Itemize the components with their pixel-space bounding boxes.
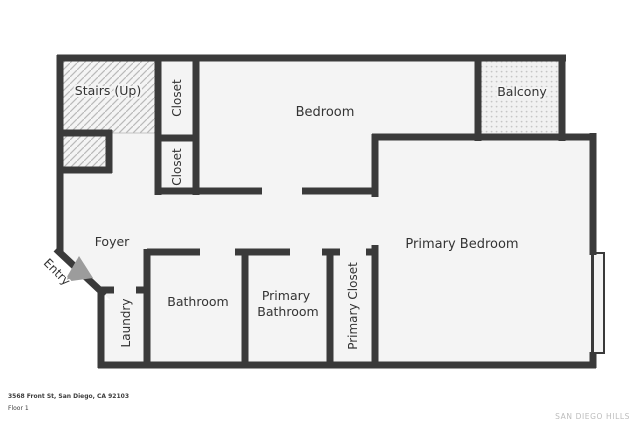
address-text: 3568 Front St, San Diego, CA 92103 (8, 393, 130, 400)
stairs-hatch (59, 57, 159, 134)
room-label-closet-upper: Closet (170, 79, 184, 117)
balcony-deck (478, 58, 562, 137)
room-label-balcony: Balcony (497, 84, 547, 99)
footer-info: 3568 Front St, San Diego, CA 92103 Floor… (8, 393, 129, 413)
room-label-foyer: Foyer (95, 234, 130, 249)
under-stairs-hatch (60, 133, 109, 170)
entry-arrow-icon (64, 256, 93, 282)
watermark-text: SAN DIEGO HILLS (555, 412, 630, 421)
walls (53, 54, 597, 369)
floor-label: Floor 1 (8, 405, 29, 412)
room-label-stairs: Stairs (Up) (75, 83, 141, 98)
room-label-primary-closet: Primary Closet (346, 262, 360, 350)
room-label-primary-bedroom: Primary Bedroom (405, 237, 518, 252)
room-label-bathroom: Bathroom (167, 294, 228, 309)
room-label-closet-lower: Closet (170, 148, 184, 186)
room-label-laundry: Laundry (119, 299, 133, 348)
room-label-bedroom: Bedroom (296, 105, 355, 120)
room-label-primary-bathroom: Primary Bathroom (257, 288, 318, 319)
